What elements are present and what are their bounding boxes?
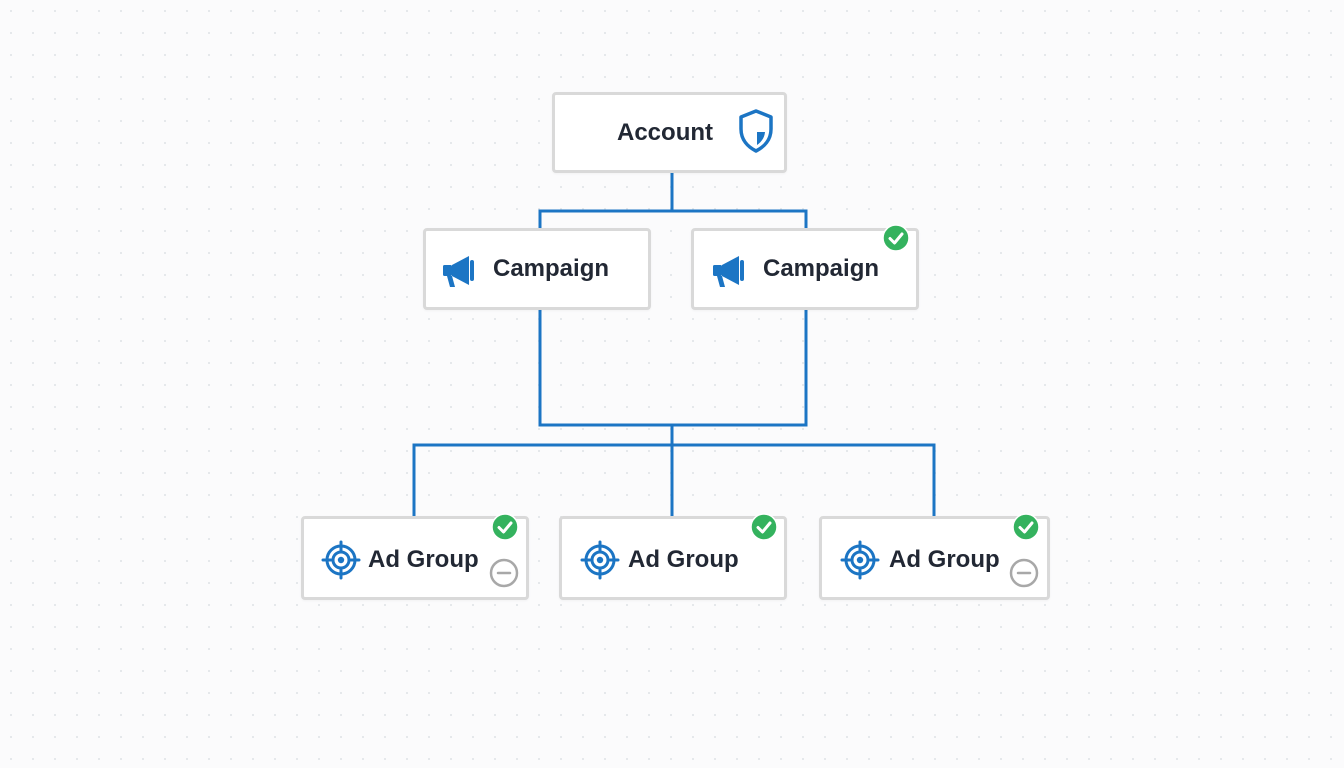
ad-group-label: Ad Group	[628, 546, 739, 573]
check-badge-icon	[1012, 513, 1040, 541]
account-node[interactable]: Account	[552, 92, 787, 173]
ad-group-node[interactable]: Ad Group	[559, 516, 787, 600]
campaign-label: Campaign	[763, 255, 880, 282]
ad-group-node[interactable]: Ad Group	[819, 516, 1050, 600]
check-badge-icon	[882, 224, 910, 252]
shield-icon	[739, 109, 773, 153]
minus-badge-icon[interactable]	[1009, 558, 1039, 588]
campaign-node[interactable]: Campaign	[423, 228, 651, 310]
campaign-node[interactable]: Campaign	[691, 228, 919, 310]
connector-campaigns-merge	[538, 307, 808, 427]
campaign-label: Campaign	[493, 255, 610, 282]
connector-merge-to-ad-groups	[412, 423, 936, 519]
target-icon	[840, 540, 880, 580]
check-badge-icon	[491, 513, 519, 541]
target-icon	[321, 540, 361, 580]
megaphone-icon	[443, 256, 474, 287]
target-icon	[580, 540, 620, 580]
ad-group-node[interactable]: Ad Group	[301, 516, 529, 600]
megaphone-icon	[713, 256, 744, 287]
ad-group-label: Ad Group	[368, 546, 479, 573]
connector-account-to-campaigns	[538, 170, 808, 231]
ad-group-label: Ad Group	[889, 546, 1000, 573]
check-badge-icon	[750, 513, 778, 541]
minus-badge-icon[interactable]	[489, 558, 519, 588]
account-label: Account	[617, 119, 713, 146]
